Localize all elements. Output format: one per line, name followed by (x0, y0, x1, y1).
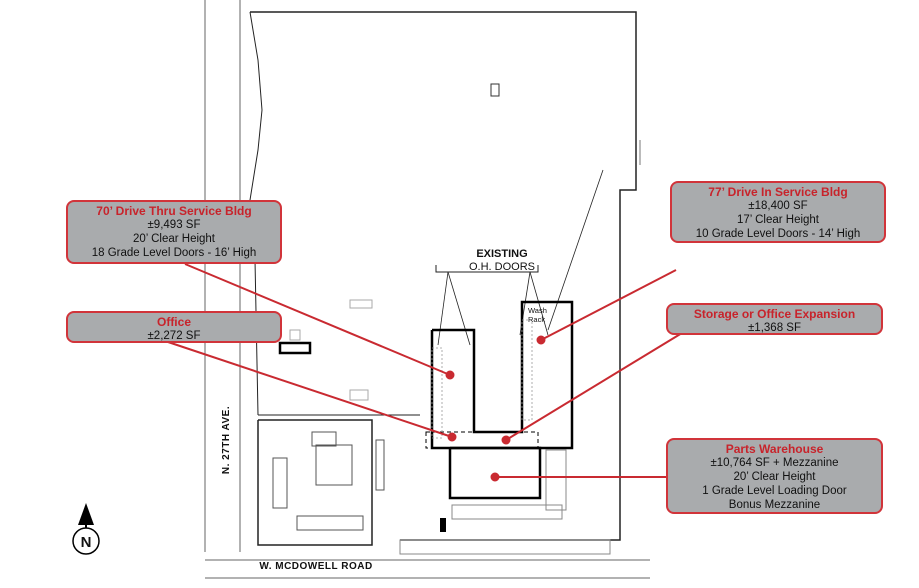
callout-drive-thru-line-3: 18 Grade Level Doors - 16’ High (91, 247, 257, 259)
existing-doors-bracket (435, 265, 539, 273)
callout-drive-in-line-2: 17’ Clear Height (736, 214, 820, 226)
callout-drive-thru: 70’ Drive Thru Service Bldg ±9,493 SF 20… (66, 200, 282, 264)
callout-storage-title: Storage or Office Expansion (693, 307, 856, 321)
site-pad-1 (349, 299, 373, 309)
south-parking (399, 539, 611, 555)
front-parking (451, 504, 563, 520)
door-marks-east (521, 319, 533, 421)
street-label-south: W. MCDOWELL ROAD (259, 561, 372, 572)
door-leader-1 (447, 271, 471, 346)
leader-dot-drive-in (536, 335, 546, 345)
corner-lot-boundary (257, 419, 373, 546)
callout-storage-line-1: ±1,368 SF (748, 322, 801, 334)
corner-lot-building (315, 444, 353, 486)
street-label-west: N. 27TH AVE. (221, 406, 232, 474)
parcel-boundary (250, 11, 637, 541)
callout-parts-line-4: Bonus Mezzanine (728, 499, 821, 511)
leader-office (167, 341, 453, 438)
site-pad-3 (289, 329, 301, 341)
callout-drive-thru-line-1: ±9,493 SF (147, 219, 201, 231)
corner-lot-structure (272, 457, 288, 509)
site-slab (278, 341, 312, 355)
north-letter: N (81, 534, 92, 551)
callout-office-title: Office (156, 315, 191, 329)
door-leader-4 (529, 271, 549, 336)
callout-drive-thru-line-2: 20’ Clear Height (132, 233, 216, 245)
callout-parts-line-3: 1 Grade Level Loading Door (702, 485, 847, 497)
leader-dot-office (447, 432, 457, 442)
callout-office: Office ±2,272 SF (66, 311, 282, 343)
site-structure (490, 83, 500, 97)
callout-storage: Storage or Office Expansion ±1,368 SF (666, 303, 883, 335)
leader-storage (505, 332, 683, 441)
callout-parts-line-2: 20’ Clear Height (733, 471, 816, 483)
north-arrow-icon: N (72, 503, 100, 555)
storage-expansion-area (425, 431, 539, 449)
wash-rack-label-1: Wash (528, 306, 547, 315)
callout-drive-in-line-1: ±18,400 SF (748, 200, 808, 212)
callout-drive-in-title: 77’ Drive In Service Bldg (708, 185, 848, 199)
corner-lot-canopy (296, 515, 364, 531)
wash-rack-leader (547, 169, 604, 331)
callout-drive-in: 77’ Drive In Service Bldg ±18,400 SF 17’… (670, 181, 886, 243)
callout-parts-title: Parts Warehouse (725, 442, 824, 456)
callout-drive-thru-title: 70’ Drive Thru Service Bldg (96, 204, 252, 218)
side-parking (545, 449, 567, 511)
existing-doors-label-1: EXISTING (476, 248, 527, 260)
site-pad-2 (349, 389, 369, 401)
callout-parts: Parts Warehouse ±10,764 SF + Mezzanine 2… (666, 438, 883, 514)
curb-block (440, 518, 446, 532)
leader-dot-storage (501, 435, 511, 445)
door-leader-2 (437, 271, 449, 346)
wash-rack-label-2: Rack (528, 315, 545, 324)
existing-doors-label-2: O.H. DOORS (469, 261, 535, 273)
corner-lot-annex (311, 431, 337, 447)
callout-parts-line-1: ±10,764 SF + Mezzanine (710, 457, 839, 469)
callout-drive-in-line-3: 10 Grade Level Doors - 14’ High (695, 228, 861, 240)
leader-dot-parts (490, 472, 500, 482)
leader-drive-in (540, 269, 677, 341)
door-marks-west (431, 347, 443, 439)
parking-strip-west (375, 439, 385, 491)
leader-dot-drive-thru (445, 370, 455, 380)
leader-drive-thru (184, 263, 451, 376)
callout-office-line-1: ±2,272 SF (147, 330, 201, 342)
